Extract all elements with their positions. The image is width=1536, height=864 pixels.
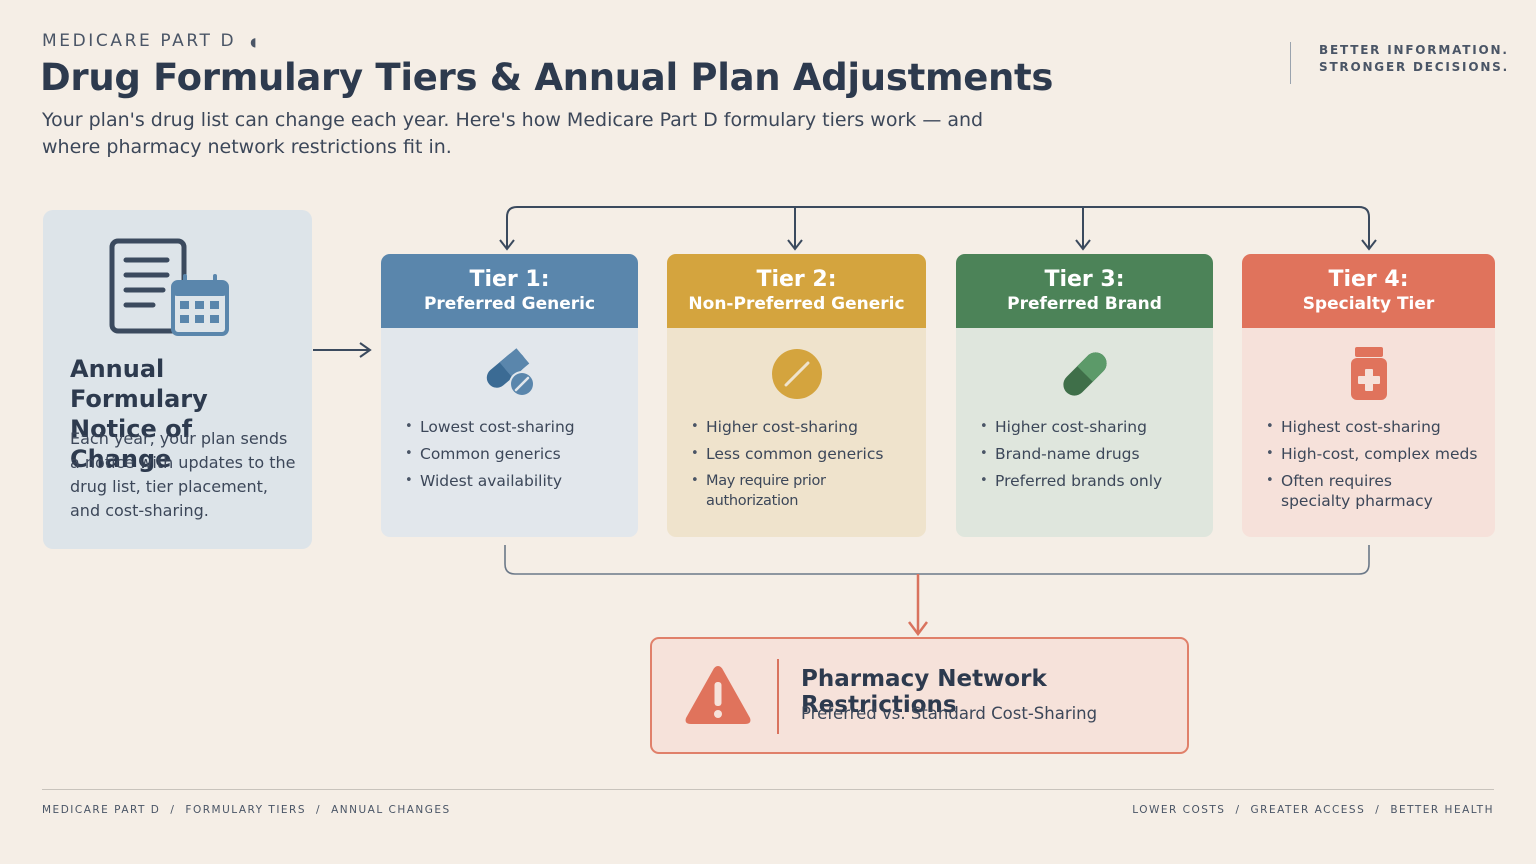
tier-subtitle: Specialty Tier (1302, 293, 1435, 314)
arrowhead-tier3 (1075, 239, 1091, 251)
list-item: Lowest cost-sharing (405, 417, 626, 437)
tier-subtitle: Preferred Generic (423, 293, 596, 314)
tier-card-1: Tier 1: Preferred Generic Lowest cost-sh… (381, 254, 638, 537)
tier-subtitle: Preferred Brand (1007, 293, 1162, 314)
tier-header: Tier 3: Preferred Brand (956, 254, 1213, 328)
list-item: Less common generics (691, 444, 914, 464)
tier-subtitle: Non-Preferred Generic (688, 293, 905, 314)
tier-header: Tier 1: Preferred Generic (381, 254, 638, 328)
page-title: Drug Formulary Tiers & Annual Plan Adjus… (40, 56, 1054, 99)
medicine-bottle-icon (1350, 347, 1387, 400)
list-item: Higher cost-sharing (691, 417, 914, 437)
arrowhead-tier4 (1361, 239, 1377, 251)
footer-right-item: BETTER HEALTH (1390, 804, 1494, 816)
tier-name: Tier 3: (1044, 266, 1125, 292)
tier-name: Tier 4: (1328, 266, 1409, 292)
tier-name: Tier 2: (756, 266, 837, 292)
document-calendar-icon (109, 238, 229, 336)
list-item: Highest cost-sharing (1266, 417, 1483, 437)
footer-slogan: LOWER COSTS/GREATER ACCESS/BETTER HEALTH (1132, 804, 1494, 816)
tier-bullets: Higher cost-sharing Less common generics… (691, 417, 914, 518)
footer-left-item: FORMULARY TIERS (185, 804, 307, 816)
tier-header: Tier 2: Non-Preferred Generic (667, 254, 926, 328)
pharmacy-restrictions-box: Pharmacy Network Restrictions Preferred … (650, 637, 1189, 754)
tagline: BETTER INFORMATION. STRONGER DECISIONS. (1290, 42, 1509, 84)
footer-right-item: LOWER COSTS (1132, 804, 1226, 816)
notice-card: Annual Formulary Notice of Change Each y… (43, 210, 312, 549)
footer-divider (42, 789, 1494, 790)
tier-card-3: Tier 3: Preferred Brand Higher cost-shar… (956, 254, 1213, 537)
warning-icon (685, 666, 751, 724)
tier-bullets: Highest cost-sharing High-cost, complex … (1266, 417, 1483, 518)
tablet-icon (771, 349, 822, 399)
pharmacy-title: Pharmacy Network Restrictions (801, 666, 1047, 718)
eyebrow: MEDICARE PART D ◖ (42, 31, 259, 51)
top-bracket-line (506, 206, 1370, 248)
list-item: Common generics (405, 444, 626, 464)
pharmacy-arrowhead (908, 621, 928, 637)
notice-arrowhead (359, 342, 372, 358)
footer-left-item: ANNUAL CHANGES (331, 804, 451, 816)
capsule-icon (1062, 352, 1107, 396)
tagline-line-2: STRONGER DECISIONS. (1319, 60, 1509, 74)
tier-card-2: Tier 2: Non-Preferred Generic Higher cos… (667, 254, 926, 537)
notice-title: Annual Formulary Notice of Change (70, 355, 208, 473)
arrowhead-tier1 (499, 239, 515, 251)
list-item: Higher cost-sharing (980, 417, 1201, 437)
page-subtitle: Your plan's drug list can change each ye… (42, 109, 984, 158)
list-item: Often requires specialty pharmacy (1266, 471, 1436, 511)
tier-card-4: Tier 4: Specialty Tier Highest cost-shar… (1242, 254, 1495, 537)
list-item: High-cost, complex meds (1266, 444, 1483, 464)
tagline-line-1: BETTER INFORMATION. (1319, 43, 1509, 57)
notice-body: Each year, your plan sends a notice with… (70, 429, 296, 520)
tier-bullets: Higher cost-sharing Brand-name drugs Pre… (980, 417, 1201, 498)
bottom-bracket-line (504, 545, 1370, 575)
footer-left-item: MEDICARE PART D (42, 804, 161, 816)
list-item: Brand-name drugs (980, 444, 1201, 464)
footer-right-item: GREATER ACCESS (1250, 804, 1366, 816)
pill-tablet-icon (486, 348, 535, 397)
tier-name: Tier 1: (469, 266, 550, 292)
list-item: Widest availability (405, 471, 626, 491)
tier-header: Tier 4: Specialty Tier (1242, 254, 1495, 328)
list-item: Preferred brands only (980, 471, 1201, 491)
eyebrow-text: MEDICARE PART D (42, 31, 237, 51)
list-item: May require prior authorization (691, 471, 914, 511)
dot-icon: ◖ (250, 35, 260, 49)
tier-bullets: Lowest cost-sharing Common generics Wide… (405, 417, 626, 498)
pharmacy-subtitle: Preferred vs. Standard Cost-Sharing (801, 704, 1098, 723)
arrowhead-tier2 (787, 239, 803, 251)
footer-breadcrumb: MEDICARE PART D/FORMULARY TIERS/ANNUAL C… (42, 804, 451, 816)
divider (777, 659, 779, 734)
